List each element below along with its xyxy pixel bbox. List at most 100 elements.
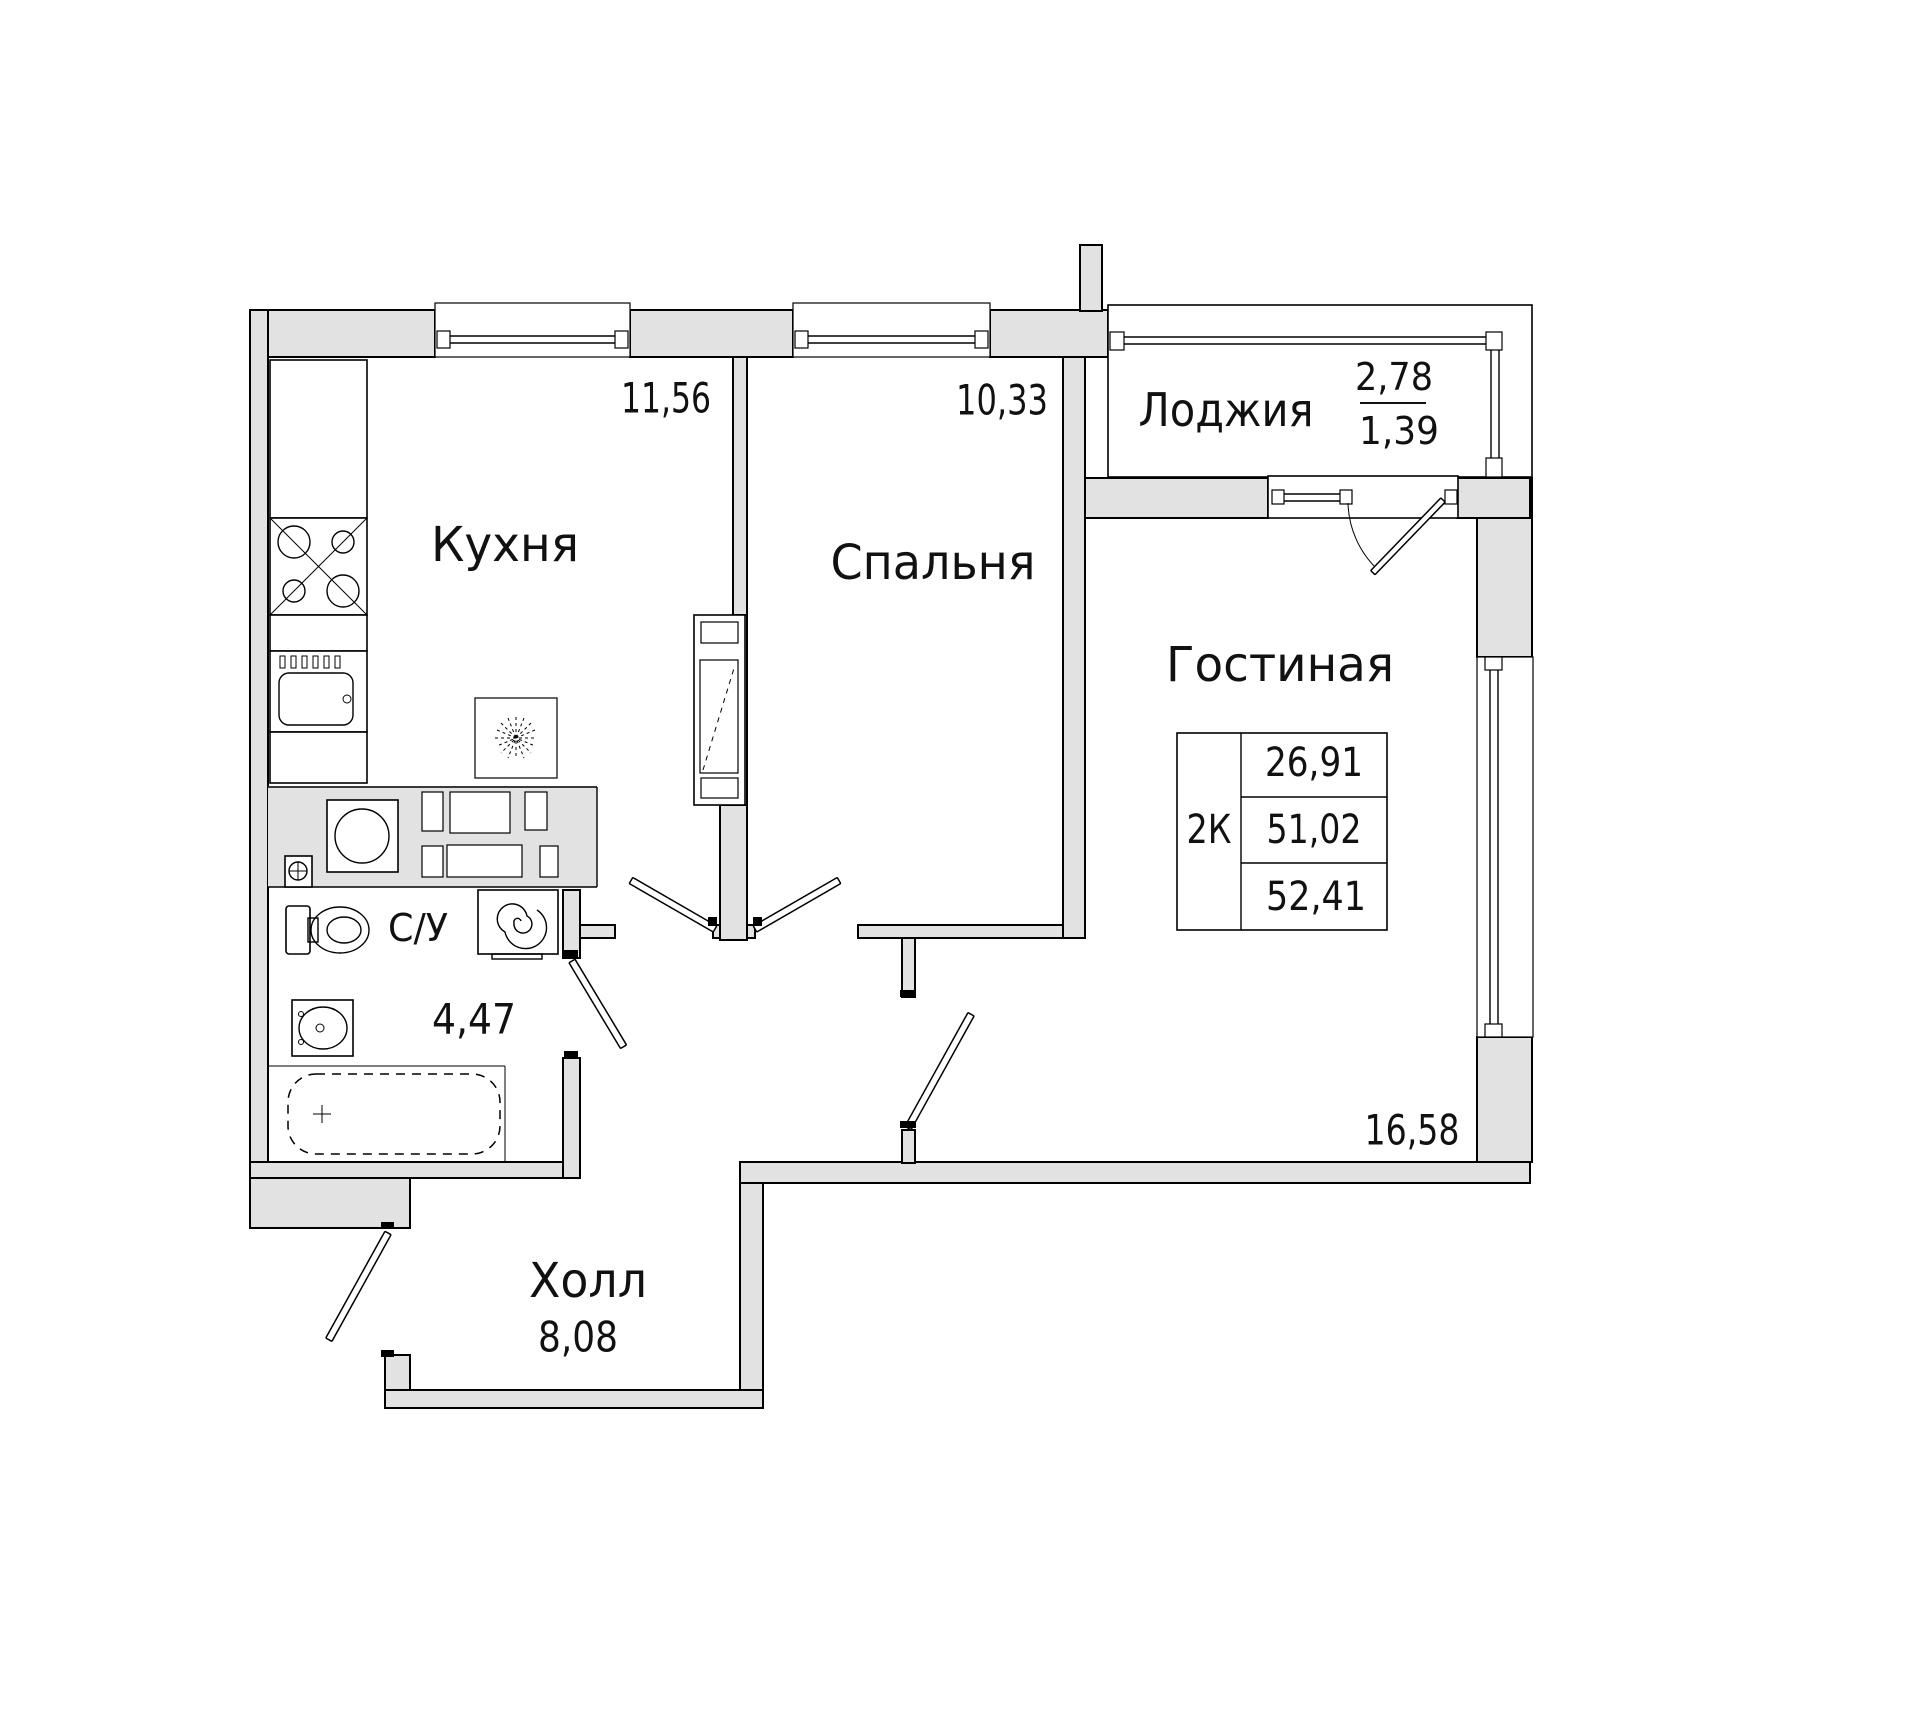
door-hinge-mark (753, 917, 762, 926)
room-name-kitchen: Кухня (431, 517, 579, 573)
room-name-loggia: Лоджия (1139, 383, 1314, 437)
wall-segment (739, 1161, 1531, 1184)
balcony-door-unit (1267, 475, 1459, 576)
room-name-living: Гостиная (1166, 637, 1394, 693)
wall-segment (1084, 477, 1269, 519)
unit-type-label: 2К (1187, 807, 1232, 853)
loggia-structure (1107, 304, 1533, 478)
loggia-area-counted: 1,39 (1359, 409, 1439, 453)
door-hinge-mark (708, 917, 717, 926)
room-area-hall: 8,08 (538, 1313, 618, 1362)
table-value-total-area: 52,41 (1266, 874, 1366, 920)
wall-segment (249, 1177, 411, 1229)
closet-panel (446, 844, 523, 878)
wall-segment (249, 309, 269, 1229)
window-cap-icon (1484, 656, 1503, 671)
window-cap-icon (1485, 331, 1503, 351)
bathtub-icon (268, 1065, 506, 1162)
door-jamb-mark (381, 1222, 394, 1229)
room-area-bathroom: 4,47 (432, 995, 516, 1044)
window-cap-icon (1484, 1023, 1503, 1038)
kitchen-counter (269, 614, 368, 652)
balcony-unit-frame (1267, 475, 1459, 519)
closet-panel (539, 845, 559, 878)
door-jamb-mark (564, 1051, 578, 1058)
wall-segment (1456, 477, 1531, 519)
window-living (1476, 656, 1534, 1038)
window-cap-icon (436, 330, 451, 349)
room-name-bedroom: Спальня (831, 535, 1036, 591)
closet-panel (421, 791, 444, 832)
door-entry (325, 1222, 394, 1357)
closet-panel (524, 791, 548, 831)
door-jamb-mark (900, 1121, 916, 1128)
wall-segment (562, 889, 581, 959)
room-area-kitchen: 11,56 (621, 374, 711, 423)
wall-segment (1062, 356, 1086, 939)
closet-panel (449, 791, 511, 834)
water-heater-icon (477, 889, 559, 960)
room-name-hall: Холл (529, 1253, 647, 1309)
wardrobe-icon (693, 614, 746, 806)
wall-segment (739, 1181, 764, 1391)
kitchen-counter (269, 359, 368, 519)
table-value-living-area: 26,91 (1265, 740, 1363, 786)
wall-segment (746, 924, 756, 939)
door-jamb-mark (564, 950, 578, 957)
wall-segment (629, 309, 794, 358)
wall-segment (732, 356, 748, 616)
wall-segment (1079, 244, 1103, 312)
wall-segment (1476, 1036, 1533, 1163)
door-bedroom (752, 877, 842, 933)
wall-segment (249, 309, 436, 358)
hall-closet-fixtures (284, 791, 559, 888)
window-cap-icon (1109, 331, 1125, 351)
door-bathroom (564, 950, 627, 1058)
room-name-bathroom: С/У (388, 906, 448, 950)
wall-segment (857, 924, 1064, 939)
room-area-living: 16,58 (1365, 1106, 1460, 1155)
wall-segment (719, 804, 748, 941)
window-cap-icon (1444, 489, 1458, 505)
walls (249, 244, 1533, 1409)
toilet-icon (285, 905, 370, 955)
kitchen-sink-icon (269, 650, 368, 733)
door-kitchen (628, 877, 718, 933)
closet-panel (421, 845, 444, 878)
door-swing-arc (1347, 502, 1378, 570)
wall-segment (901, 937, 916, 998)
floor-drain-icon (284, 855, 313, 888)
washing-machine-icon (326, 799, 399, 873)
window-kitchen (434, 302, 631, 358)
window-cap-icon (794, 330, 809, 349)
wall-segment (249, 1161, 581, 1179)
window-frame (792, 302, 991, 358)
kitchen-table-icon (474, 697, 558, 779)
window-cap-icon (614, 330, 629, 349)
window-cap-icon (1271, 489, 1285, 505)
room-labels: Кухня 11,56 Спальня 10,33 Лоджия 2,78 1,… (388, 355, 1460, 1362)
table-value-area: 51,02 (1267, 807, 1362, 853)
window-frame (1476, 656, 1534, 1038)
kitchen-fixtures (269, 359, 746, 806)
window-bedroom (792, 302, 991, 358)
stove-icon (269, 517, 368, 616)
window-cap-icon (1485, 457, 1503, 478)
kitchen-counter (269, 731, 368, 784)
wall-segment (579, 924, 616, 939)
wall-segment (562, 1057, 581, 1179)
door-jamb-mark (900, 990, 916, 997)
wall-segment (901, 1129, 916, 1164)
window-frame (434, 302, 631, 358)
window-cap-icon (1339, 489, 1353, 505)
loggia-outline (1107, 304, 1533, 478)
door-living (900, 990, 975, 1131)
wall-segment (384, 1389, 764, 1409)
loggia-area-full: 2,78 (1355, 355, 1433, 399)
door-jamb-mark (381, 1350, 394, 1357)
window-cap-icon (974, 330, 989, 349)
info-table: 2К 26,91 51,02 52,41 (1176, 732, 1388, 931)
basin-icon (291, 999, 354, 1057)
